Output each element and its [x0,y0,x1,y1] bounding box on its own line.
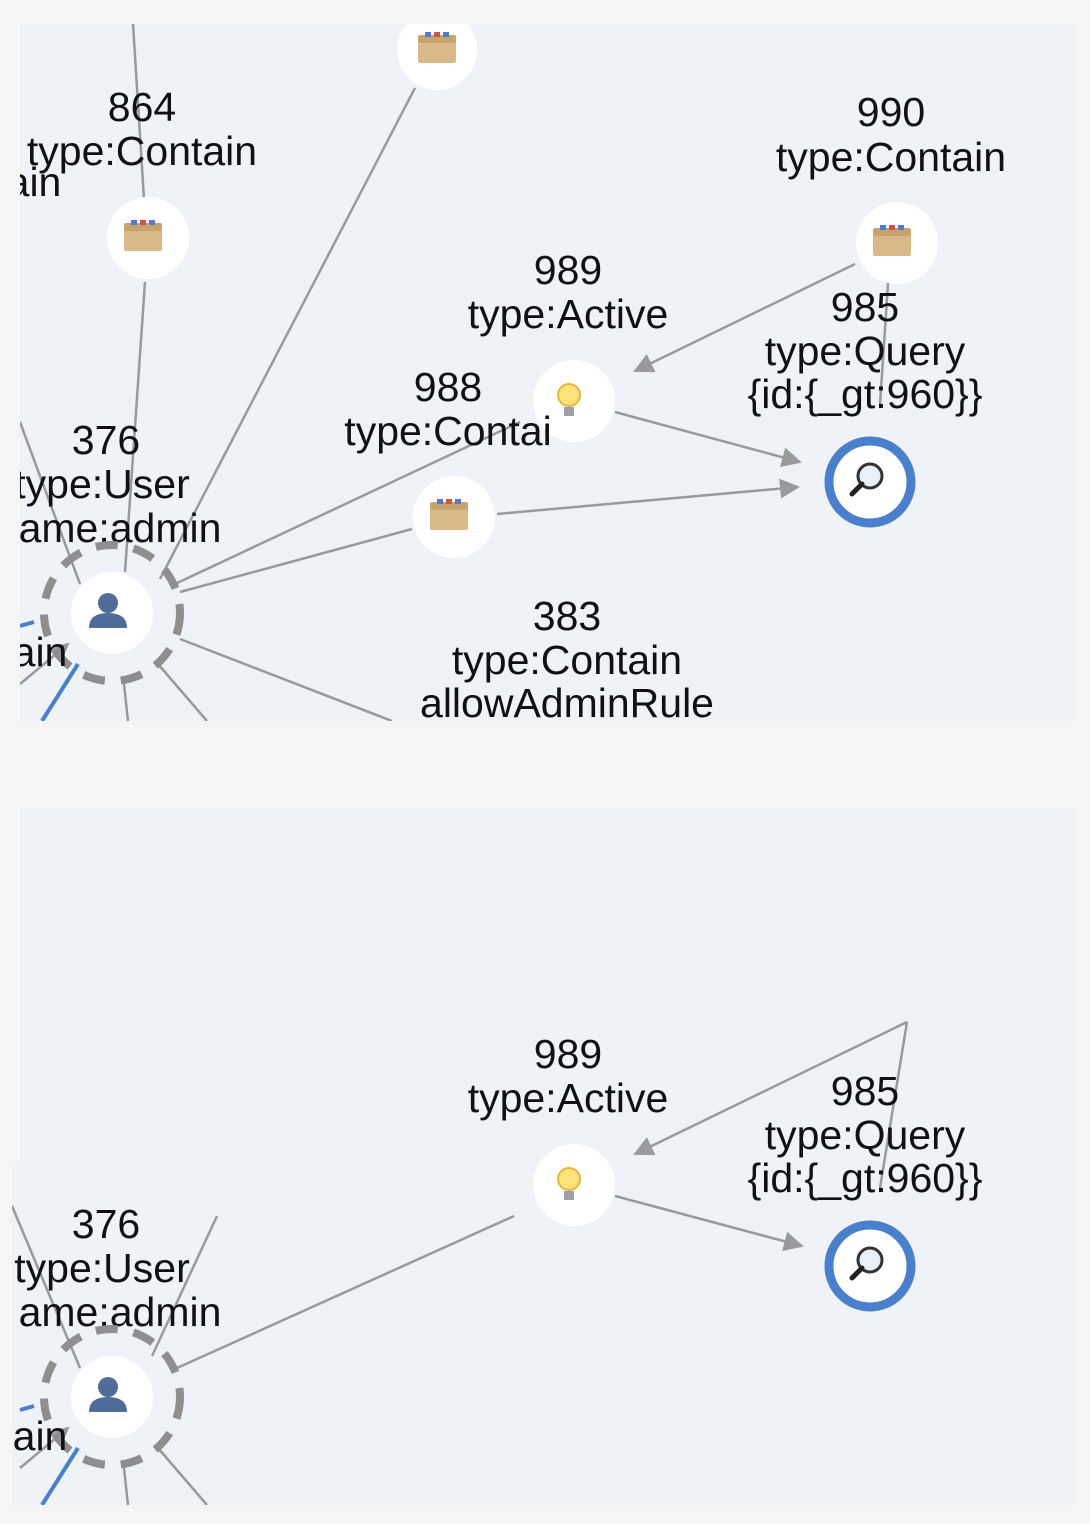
node-864-label-0: 864 [108,84,176,130]
graph-canvas-top: 864 type:Contain ain 990 type:Contain 98… [20,24,1006,721]
edge-376-down-right[interactable] [157,663,208,721]
edge-b-376-down-right[interactable] [157,1447,208,1505]
edge-376-box[interactable] [179,527,413,594]
node-985-label-2: {id:{_gt:960}} [748,371,983,417]
node-383-label-0: 383 [533,593,601,639]
node-988[interactable]: 988 type:Contai [344,364,551,454]
node-989-label-0: 989 [534,247,602,293]
file-box-icon [124,220,162,251]
edge-376-988[interactable] [174,420,521,586]
user-icon [89,593,127,628]
edge-b-blue-left[interactable] [19,1404,35,1412]
graph-panel-bottom[interactable]: 989 type:Active 985 type:Query {id:{_gt:… [12,808,1073,1505]
file-box-icon [430,499,468,530]
edge-864-up[interactable] [131,24,146,200]
edge-b-blue-376[interactable] [40,1446,80,1505]
edge-989-985[interactable] [614,410,802,467]
edge-box-985[interactable] [496,478,800,516]
node-383-label-1: type:Contain [452,637,682,683]
node-376-b-label-1: type:User [14,1245,189,1291]
edge-b-top-989[interactable] [633,1020,908,1156]
lightbulb-icon [557,383,581,416]
edge-376-383[interactable] [179,637,393,721]
node-376-label-2: ame:admin [20,505,221,551]
node-989[interactable]: 989 type:Active [468,247,669,442]
node-376-b-label-0: 376 [72,1201,140,1247]
edge-blue-left[interactable] [20,620,35,628]
edge-990-989[interactable] [633,262,856,373]
file-box-icon [873,225,911,256]
node-988-label-1: type:Contai [344,408,551,454]
node-box-mid[interactable] [413,476,495,558]
node-376-bottom[interactable]: 376 type:User ame:admin [14,1201,222,1469]
node-383[interactable]: 383 type:Contain allowAdminRule [420,593,714,721]
node-985-bottom[interactable]: 985 type:Query {id:{_gt:960}} [748,1068,983,1312]
edge-864-376[interactable] [123,281,147,573]
lightbulb-icon [557,1167,581,1200]
graph-canvas-bottom: 989 type:Active 985 type:Query {id:{_gt:… [12,808,983,1505]
node-985-label-1: type:Query [765,328,966,374]
edge-b-376-989[interactable] [176,1214,515,1370]
edge-b-376-up[interactable] [150,1215,219,1357]
node-383-label-2: allowAdminRule [420,680,714,721]
edge-b-989-985[interactable] [614,1194,804,1252]
edge-b-376-down[interactable] [122,1467,130,1505]
edge-376-down[interactable] [122,683,130,721]
graph-panel-top[interactable]: 864 type:Contain ain 990 type:Contain 98… [20,24,1073,721]
edges-bottom [12,808,909,1505]
node-864[interactable]: 864 type:Contain [27,84,257,279]
node-376-label-0: 376 [72,417,140,463]
node-985-b-label-1: type:Query [765,1112,966,1158]
node-985-b-label-2: {id:{_gt:960}} [748,1155,983,1201]
edge-b-top-985[interactable] [878,1021,909,1189]
bottom-panel-gap [12,808,20,1163]
node-989-b-label-1: type:Active [468,1075,669,1121]
node-990[interactable]: 990 type:Contain [776,89,1006,284]
node-985-b-label-0: 985 [831,1068,899,1114]
node-864-label-1: type:Contain [27,128,257,174]
magnifier-icon [849,462,884,497]
fragment-label-ain-top: ain [20,159,61,205]
node-985-label-0: 985 [831,284,899,330]
fragment-label-ain-bottom: ain [13,1413,68,1459]
node-376[interactable]: 376 type:User ame:admin [20,417,221,685]
edge-blue-376[interactable] [40,662,80,721]
edge-top-node-376[interactable] [158,87,417,580]
file-box-icon [418,32,456,63]
user-icon [89,1377,127,1412]
node-990-label-1: type:Contain [776,134,1006,180]
magnifier-icon [849,1246,884,1281]
node-989-b-label-0: 989 [534,1031,602,1077]
node-985[interactable]: 985 type:Query {id:{_gt:960}} [748,284,983,528]
node-990-label-0: 990 [857,89,925,135]
node-989-bottom[interactable]: 989 type:Active [468,1031,669,1226]
fragment-label-ain-left: ain [20,629,67,675]
node-989-label-1: type:Active [468,291,669,337]
node-376-b-label-2: ame:admin [19,1289,222,1335]
node-top-box[interactable] [397,24,477,90]
node-376-label-1: type:User [20,461,190,507]
node-988-label-0: 988 [414,364,482,410]
